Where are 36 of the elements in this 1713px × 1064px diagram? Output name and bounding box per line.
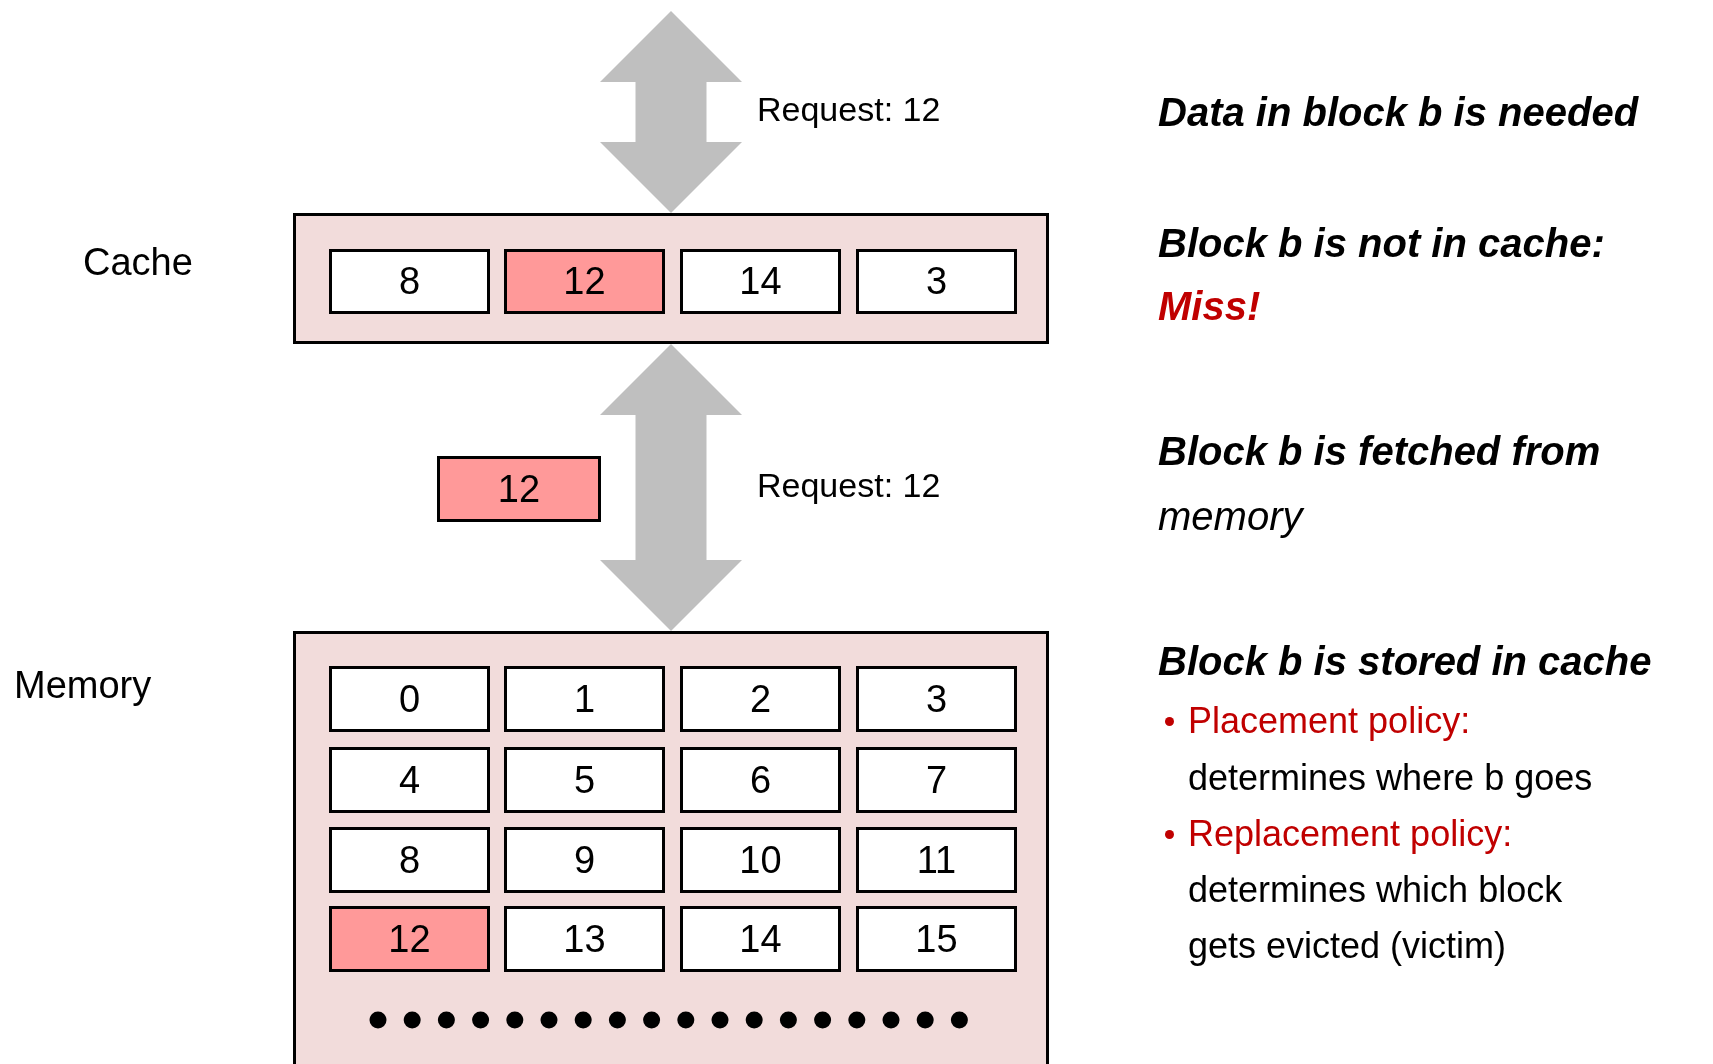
double-arrow [600, 344, 742, 631]
block-cell: 8 [329, 827, 490, 893]
block-cell: 3 [856, 249, 1017, 314]
step-heading: Block b is not in cache: [1158, 220, 1605, 267]
block-cell: 12 [329, 906, 490, 972]
step-heading: Block b is stored in cache [1158, 638, 1652, 685]
block-cell: 1 [504, 666, 665, 732]
block-cell: 10 [680, 827, 841, 893]
note-text: determines which block gets evicted (victim) [1188, 868, 1564, 968]
block-cell: 2 [680, 666, 841, 732]
panel-heading: Memory [14, 664, 152, 707]
panel-heading: Cache [83, 241, 193, 284]
block-cell: 9 [504, 827, 665, 893]
note-text: determines where b goes [1188, 756, 1593, 800]
edge-label: Request: 12 [757, 90, 941, 129]
block-cell: 14 [680, 906, 841, 972]
note-text: Replacement policy: [1188, 812, 1513, 856]
note-text: Placement policy: [1188, 699, 1471, 743]
block-cell: 6 [680, 747, 841, 813]
block-cell: 15 [856, 906, 1017, 972]
step-heading: Data in block b is needed [1158, 89, 1639, 136]
double-arrow [600, 11, 742, 213]
block-cell: 12 [504, 249, 665, 314]
block-cell: 13 [504, 906, 665, 972]
block-cell: 14 [680, 249, 841, 314]
block-cell: 8 [329, 249, 490, 314]
block-cell: 5 [504, 747, 665, 813]
block-cell: 11 [856, 827, 1017, 893]
note-text: Block b is fetched from memory [1158, 428, 1602, 540]
block-cell: 4 [329, 747, 490, 813]
block-cell: 7 [856, 747, 1017, 813]
block-cell: 12 [437, 456, 601, 522]
block-cell: 3 [856, 666, 1017, 732]
step-heading: Miss! [1158, 283, 1261, 330]
edge-label: Request: 12 [757, 466, 941, 505]
block-cell: 0 [329, 666, 490, 732]
